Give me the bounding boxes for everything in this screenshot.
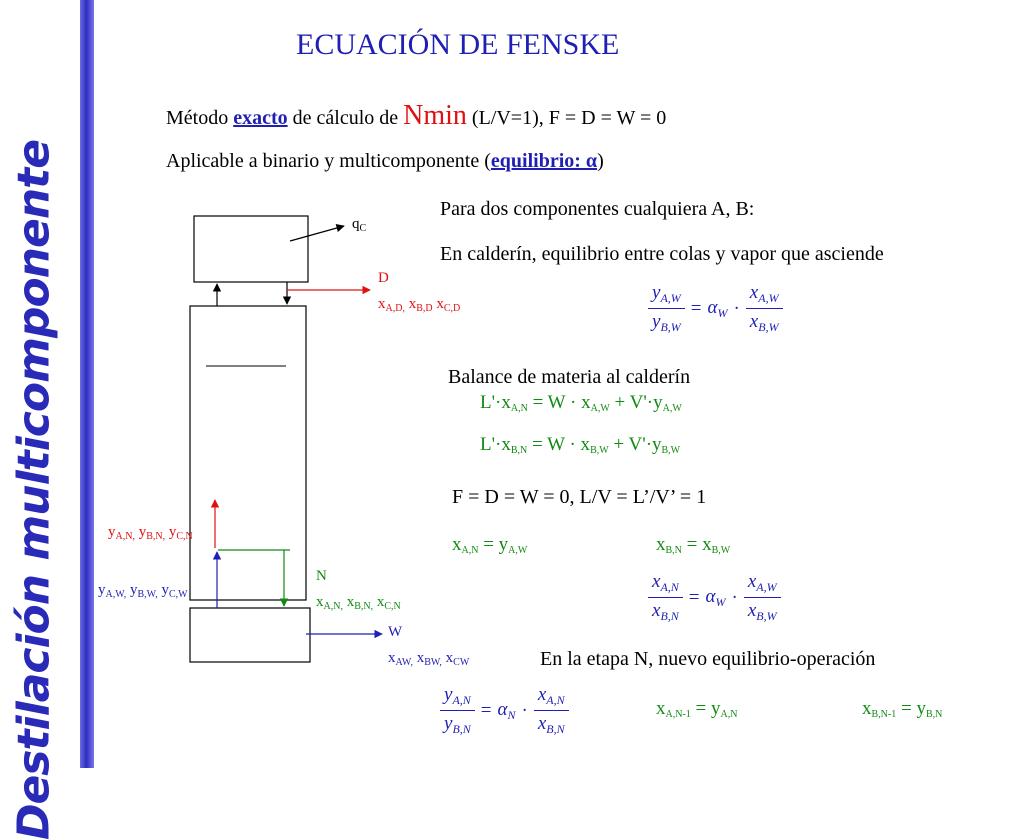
flow-conditions: F = D = W = 0, L/V = L’/V’ = 1 <box>452 486 707 508</box>
method-line: Método exacto de cálculo de Nmin (L/V=1)… <box>166 100 667 131</box>
column-shell <box>189 305 307 601</box>
balance-equation-a: L'·xA,N = W · xA,W + V'·yA,W <box>480 392 682 414</box>
reboiler-equilibrium-text: En calderín, equilibrio entre colas y va… <box>440 243 884 265</box>
vapor-w-composition: yA,W, yB,W, yC,W <box>98 582 188 600</box>
bottoms-label: W <box>388 624 403 640</box>
relation-xbn-xbw: xB,N = xB,W <box>656 534 731 556</box>
reboiler <box>189 607 311 663</box>
balance-title: Balance de materia al calderín <box>448 366 691 388</box>
applicability-line: Aplicable a binario y multicomponente (e… <box>166 150 604 172</box>
column-diagram <box>189 215 383 663</box>
balance-equation-b: L'·xB,N = W · xB,W + V'·yB,W <box>480 434 681 456</box>
stage-n-label: N <box>316 568 327 584</box>
liquid-n-composition: xA,N, xB,N, xC,N <box>316 594 401 612</box>
slide-title: ECUACIÓN DE FENSKE <box>296 28 620 61</box>
qc-label: qC <box>352 216 367 234</box>
equilibrio-link[interactable]: equilibrio: α <box>490 150 598 172</box>
stage-n-text: En la etapa N, nuevo equilibrio-operació… <box>540 648 876 670</box>
exacto-link[interactable]: exacto <box>233 107 288 129</box>
vapor-n-composition: yA,N, yB,N, yC,N <box>108 524 193 542</box>
condenser <box>193 215 309 283</box>
relation-xbn1-ybn: xB,N-1 = yB,N <box>862 698 943 720</box>
nmin-label: Nmin <box>403 100 467 131</box>
relation-xan-yaw: xA,N = yA,W <box>452 534 528 556</box>
heat-duty-arrow <box>289 223 345 242</box>
distillate-composition: xA,D, xB,D xC,D <box>378 296 461 314</box>
relation-xan1-yan: xA,N-1 = yA,N <box>656 698 738 720</box>
decorative-side-bar <box>80 0 94 768</box>
bottoms-composition: xAW, xBW, xCW <box>388 650 470 668</box>
distillate-label: D <box>378 270 389 286</box>
two-components-text: Para dos componentes cualquiera A, B: <box>440 198 755 220</box>
